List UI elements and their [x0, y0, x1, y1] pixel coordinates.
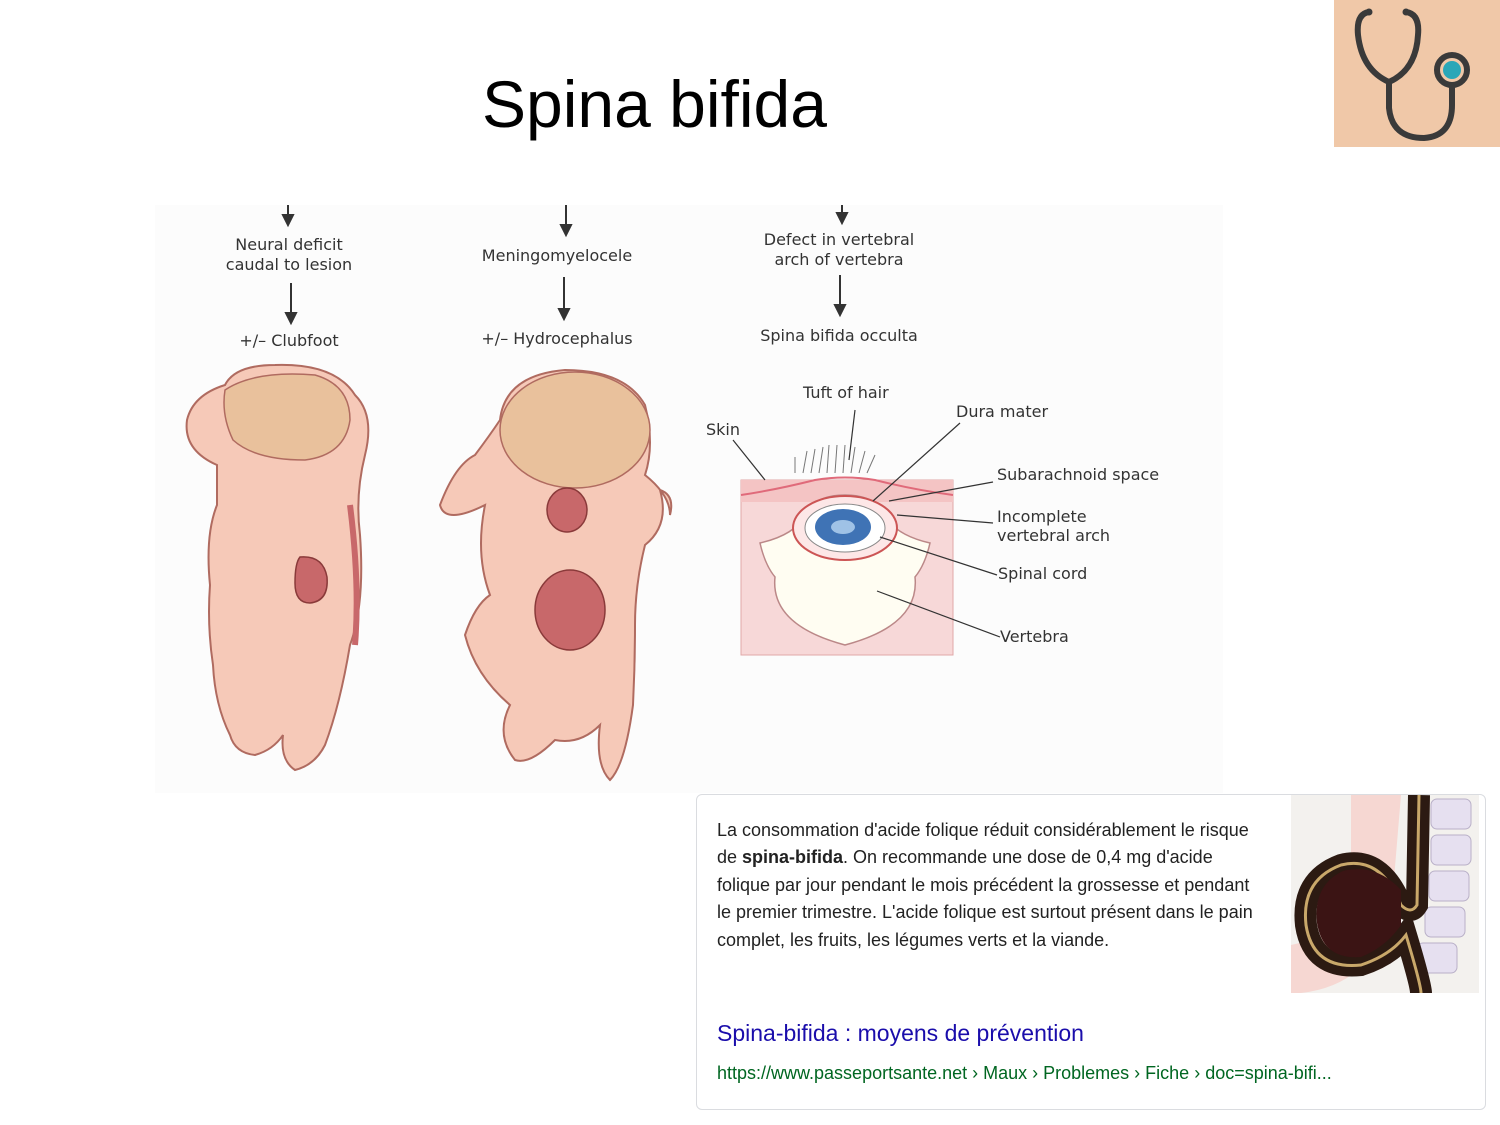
- hydrocephalus-label: +/– Hydrocephalus: [481, 329, 633, 348]
- spinal-cord-label: Spinal cord: [998, 564, 1088, 583]
- spina-bifida-occulta-label: Spina bifida occulta: [760, 326, 918, 345]
- incomplete-arch-label-line1: Incomplete: [997, 507, 1087, 526]
- infant-meningomyelocele-illustration: [438, 368, 673, 782]
- subarachnoid-space-label: Subarachnoid space: [997, 465, 1160, 484]
- spina-bifida-figure: Neural deficit caudal to lesion +/– Club…: [155, 205, 1223, 793]
- snippet-part-2: . On recommande une dose de 0,4 mg d'aci…: [717, 847, 1253, 950]
- infant-clubfoot-illustration: [185, 363, 370, 772]
- meningomyelocele-label: Meningomyelocele: [481, 246, 633, 265]
- stethoscope-icon: [1334, 0, 1500, 147]
- snippet-text: La consommation d'acide folique réduit c…: [717, 817, 1267, 954]
- dura-mater-label: Dura mater: [956, 402, 1049, 421]
- vertebra-label: Vertebra: [1000, 627, 1069, 646]
- search-result-card: La consommation d'acide folique réduit c…: [696, 794, 1486, 1110]
- result-url[interactable]: https://www.passeportsante.net › Maux › …: [717, 1063, 1332, 1083]
- snippet-part-1: La consommation d'acide folique réduit c…: [717, 820, 1249, 868]
- spina-bifida-thumbnail: [1291, 795, 1479, 993]
- slide-title: Spina bifida: [482, 67, 827, 141]
- vertebral-arch-defect-label: Defect in vertebral arch of vertebra: [763, 230, 915, 269]
- skin-label: Skin: [706, 420, 741, 439]
- incomplete-arch-label-line2: vertebral arch: [997, 526, 1111, 545]
- neural-deficit-label: Neural deficit caudal to lesion: [225, 235, 353, 274]
- snippet-bold-term: spina-bifida: [742, 847, 844, 868]
- vertebra-cross-section: [732, 409, 1001, 656]
- result-link[interactable]: Spina-bifida : moyens de prévention: [717, 1020, 1084, 1046]
- tuft-of-hair-label: Tuft of hair: [803, 383, 889, 402]
- figure-artwork: [185, 205, 1001, 782]
- clubfoot-label: +/– Clubfoot: [239, 331, 339, 350]
